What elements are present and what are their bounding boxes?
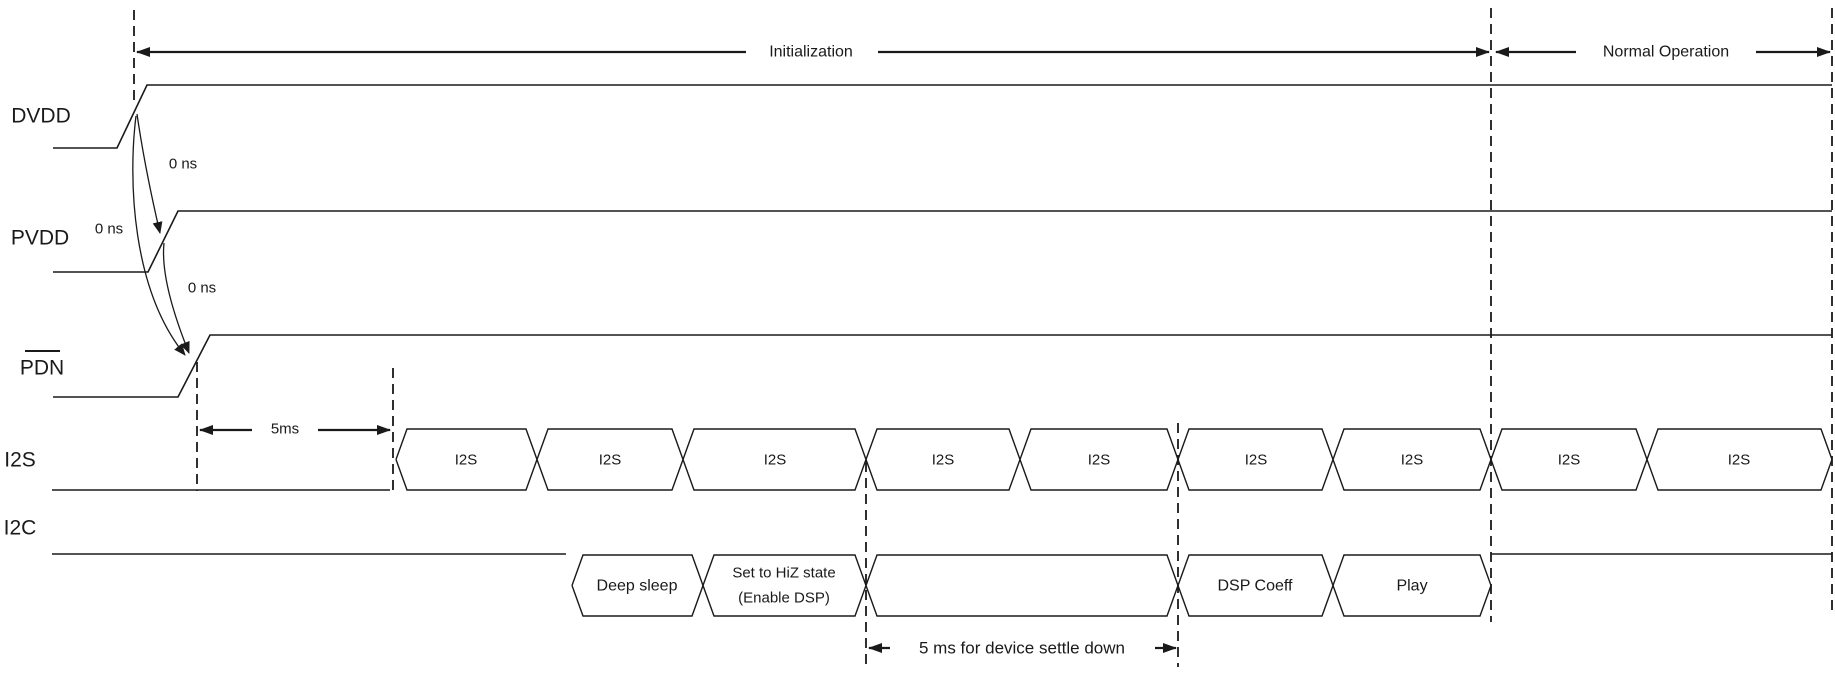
i2s-frame-label: I2S (1728, 452, 1751, 469)
signal-dvdd: DVDD (11, 84, 1832, 149)
device-settle-dimension: 5 ms for device settle down (865, 423, 1179, 667)
i2s-frame-label: I2S (599, 452, 622, 469)
power-sequence-annotations: 0 ns 0 ns 0 ns (95, 113, 216, 356)
label-0ns-pvdd-pdn: 0 ns (188, 280, 216, 297)
signal-i2c-bus: I2C Deep sleep Set to HiZ state (Enable … (4, 517, 1832, 617)
label-0ns-dvdd-pvdd: 0 ns (169, 156, 197, 173)
i2c-segment-dsp-coeff: DSP Coeff (1217, 578, 1293, 595)
i2s-frame-label: I2S (1401, 452, 1424, 469)
pdn-label: PDN (20, 357, 64, 380)
signal-pdn: PDN (20, 334, 1832, 398)
pvdd-waveform (53, 210, 1832, 273)
i2s-frame-label: I2S (1558, 452, 1581, 469)
i2c-segment-set-hiz-line2: (Enable DSP) (738, 590, 830, 607)
i2c-segment-play: Play (1396, 578, 1427, 595)
dvdd-label: DVDD (11, 105, 71, 128)
i2s-bus-lower-rail (395, 428, 1833, 491)
label-0ns-dvdd-pdn: 0 ns (95, 221, 123, 238)
i2s-frame-label: I2S (932, 452, 955, 469)
i2s-label: I2S (4, 449, 36, 472)
arrow-dvdd-to-pvdd (136, 113, 163, 234)
region-span-normal-operation: Normal Operation (1495, 44, 1831, 61)
region-span-initialization: Initialization (136, 44, 1490, 61)
i2s-frame-label: I2S (1245, 452, 1268, 469)
fivems-label: 5ms (271, 421, 299, 438)
i2c-bus-lower-rail (571, 554, 1492, 617)
pvdd-label: PVDD (11, 227, 69, 250)
i2s-frame-label: I2S (1088, 452, 1111, 469)
i2s-frame-label: I2S (764, 452, 787, 469)
settle-label: 5 ms for device settle down (919, 639, 1125, 658)
i2c-bus-upper-rail (571, 554, 1492, 617)
arrow-pvdd-to-pdn (162, 242, 190, 354)
signal-i2s-bus: I2S I2S I2S I2S I2S I2S I2S I2S I2S I2S (4, 428, 1833, 491)
i2c-segment-deep-sleep: Deep sleep (597, 578, 678, 595)
pdn-waveform (53, 334, 1832, 398)
pdn-to-i2s-dimension: 5ms (196, 362, 394, 491)
arrow-dvdd-to-pdn (132, 115, 186, 356)
dvdd-waveform (53, 84, 1832, 149)
i2c-segment-set-hiz-line1: Set to HiZ state (732, 565, 835, 582)
i2s-frame-label: I2S (455, 452, 478, 469)
region-label-normal-operation: Normal Operation (1603, 44, 1729, 61)
region-label-initialization: Initialization (769, 44, 853, 61)
i2c-label: I2C (4, 517, 37, 540)
signal-pvdd: PVDD (11, 210, 1832, 273)
i2s-bus-upper-rail (395, 428, 1833, 491)
